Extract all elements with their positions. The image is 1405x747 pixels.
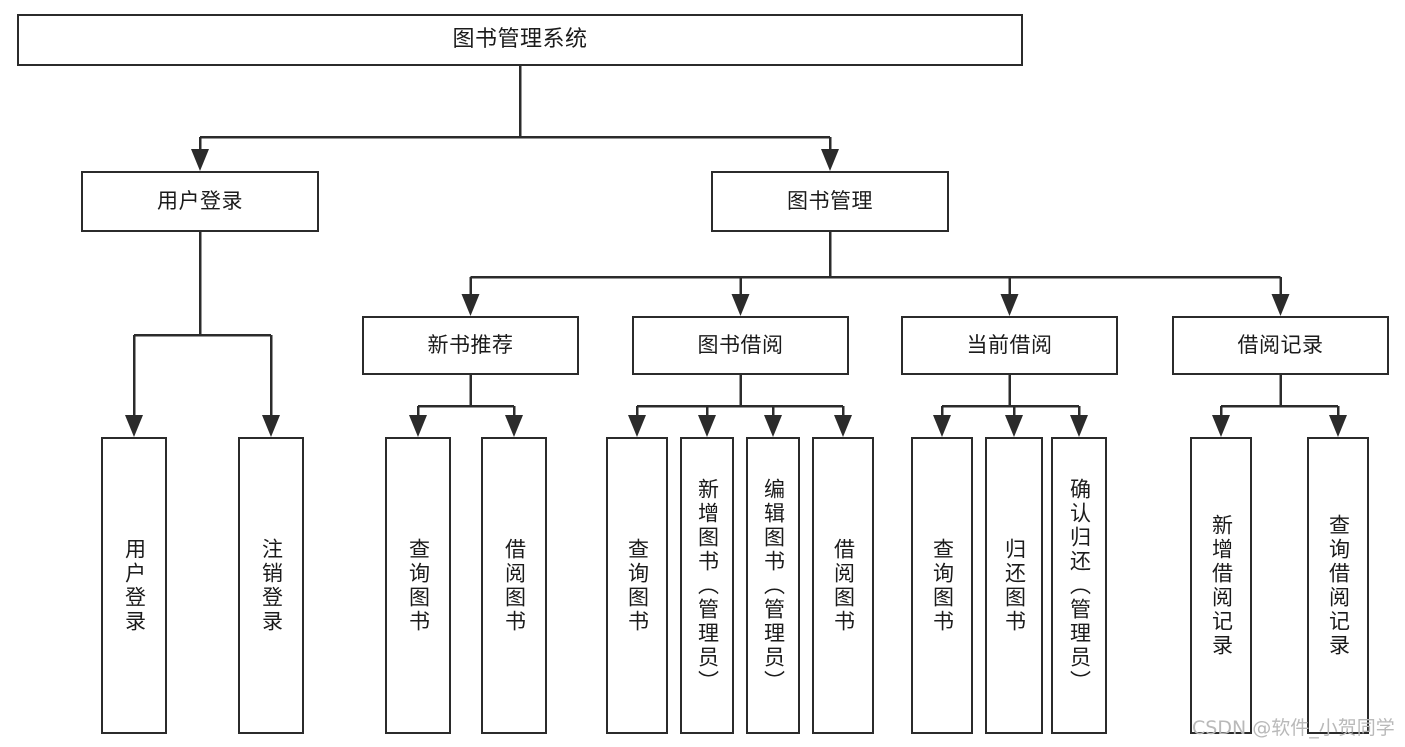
node-label: 图书借阅 (697, 333, 784, 358)
node-label: 新增借阅记录 (1209, 513, 1234, 658)
node-label: 当前借阅 (966, 333, 1053, 358)
node-label: 查询图书 (625, 537, 650, 634)
node-n3b[interactable]: 图书借阅 (632, 316, 849, 375)
node-n3d[interactable]: 借阅记录 (1172, 316, 1389, 375)
node-l13[interactable]: 查询借阅记录 (1307, 437, 1369, 734)
node-l1[interactable]: 用户登录 (101, 437, 167, 734)
node-label: 借阅图书 (831, 537, 856, 634)
node-label: 用户登录 (157, 189, 243, 214)
node-l5[interactable]: 查询图书 (606, 437, 668, 734)
node-l7[interactable]: 编辑图书（管理员） (746, 437, 800, 734)
node-n3c[interactable]: 当前借阅 (901, 316, 1118, 375)
node-l10[interactable]: 归还图书 (985, 437, 1043, 734)
arrow-head-icon (461, 294, 480, 316)
node-n3a[interactable]: 新书推荐 (362, 316, 579, 375)
node-l3[interactable]: 查询图书 (385, 437, 451, 734)
arrow-head-icon (1329, 415, 1347, 437)
arrow-head-icon (821, 149, 839, 171)
arrow-head-icon (731, 294, 750, 316)
node-label: 图书管理系统 (452, 27, 588, 53)
arrow-head-icon (834, 415, 852, 437)
node-l11[interactable]: 确认归还（管理员） (1051, 437, 1107, 734)
node-l8[interactable]: 借阅图书 (812, 437, 874, 734)
node-label: 查询借阅记录 (1326, 513, 1351, 658)
node-l2[interactable]: 注销登录 (238, 437, 304, 734)
node-root[interactable]: 图书管理系统 (17, 14, 1023, 66)
node-l4[interactable]: 借阅图书 (481, 437, 547, 734)
arrow-head-icon (1271, 294, 1290, 316)
arrow-head-icon (1000, 294, 1019, 316)
node-l6[interactable]: 新增图书（管理员） (680, 437, 734, 734)
arrow-head-icon (1070, 415, 1088, 437)
node-label: 查询图书 (930, 537, 955, 634)
node-l12[interactable]: 新增借阅记录 (1190, 437, 1252, 734)
node-label: 查询图书 (406, 537, 431, 634)
arrow-head-icon (191, 149, 209, 171)
node-label: 编辑图书（管理员） (761, 477, 786, 694)
node-label: 用户登录 (122, 537, 147, 634)
arrow-head-icon (764, 415, 782, 437)
node-l9[interactable]: 查询图书 (911, 437, 973, 734)
node-label: 确认归还（管理员） (1067, 477, 1092, 694)
arrow-head-icon (628, 415, 646, 437)
arrow-head-icon (125, 415, 143, 437)
arrow-head-icon (262, 415, 280, 437)
node-label: 图书管理 (787, 189, 873, 214)
arrow-head-icon (1212, 415, 1230, 437)
node-n2a[interactable]: 用户登录 (81, 171, 319, 232)
node-label: 归还图书 (1002, 537, 1027, 634)
node-label: 新书推荐 (427, 333, 514, 358)
arrow-head-icon (505, 415, 523, 437)
node-n2b[interactable]: 图书管理 (711, 171, 949, 232)
arrow-head-icon (933, 415, 951, 437)
node-label: 新增图书（管理员） (695, 477, 720, 694)
arrow-head-icon (698, 415, 716, 437)
node-label: 借阅图书 (502, 537, 527, 634)
node-label: 注销登录 (259, 537, 284, 634)
arrow-head-icon (409, 415, 427, 437)
node-label: 借阅记录 (1237, 333, 1324, 358)
arrow-head-icon (1005, 415, 1023, 437)
